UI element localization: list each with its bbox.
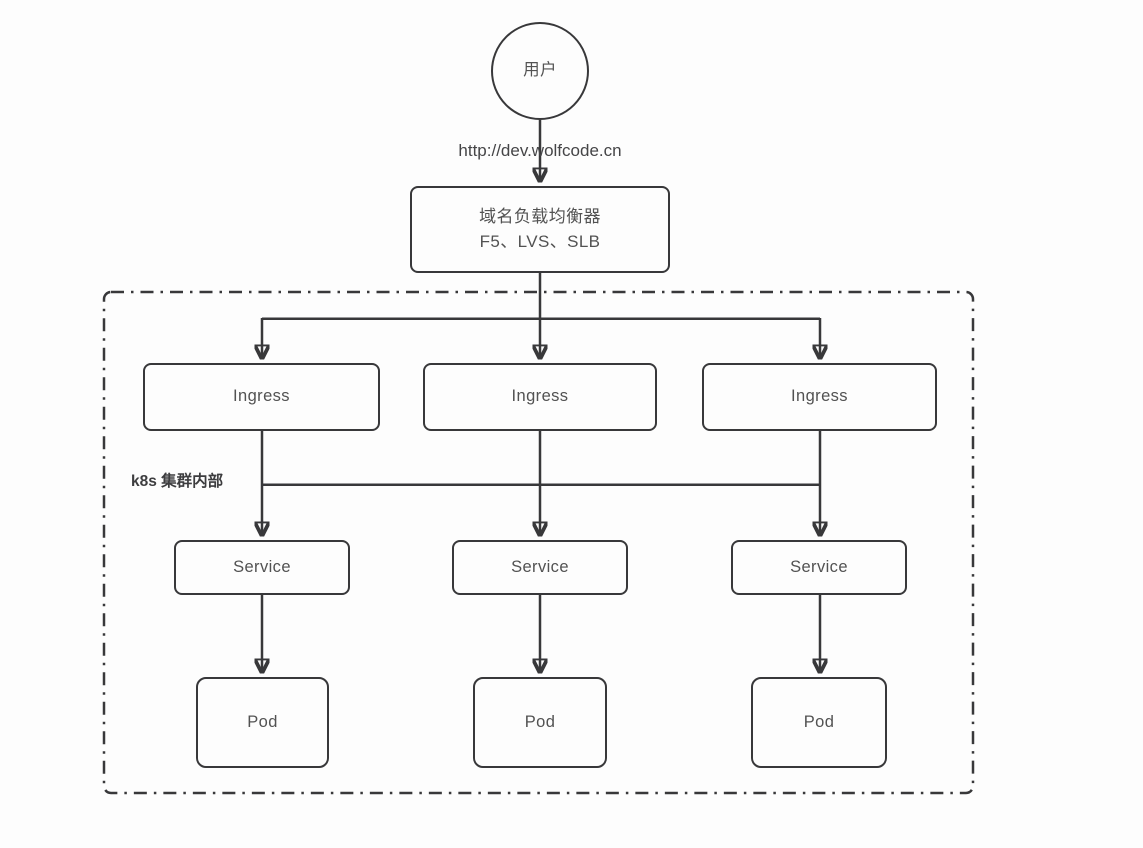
request-url-label: http://dev.wolfcode.cn	[458, 141, 622, 160]
load-balancer-products: F5、LVS、SLB	[479, 231, 601, 251]
pod-label: Pod	[803, 712, 835, 731]
load-balancer-title: 域名负载均衡器	[479, 206, 601, 226]
user-label: 用户	[523, 61, 557, 80]
pod-label: Pod	[524, 712, 556, 731]
ingress-node-2: Ingress	[423, 363, 657, 431]
pod-node-3: Pod	[751, 677, 887, 768]
cluster-boundary	[102, 290, 975, 795]
pod-label: Pod	[247, 712, 278, 731]
service-node-1: Service	[174, 540, 350, 595]
service-label: Service	[511, 557, 569, 576]
ingress-node-1: Ingress	[143, 363, 380, 431]
service-label: Service	[790, 557, 848, 576]
user-node: 用户	[491, 22, 589, 120]
service-label: Service	[233, 557, 291, 576]
ingress-label: Ingress	[233, 387, 290, 406]
ingress-node-3: Ingress	[702, 363, 937, 431]
pod-node-1: Pod	[196, 677, 329, 768]
cluster-label: k8s 集群内部	[131, 473, 224, 490]
pod-node-2: Pod	[473, 677, 607, 768]
service-node-2: Service	[452, 540, 628, 595]
ingress-label: Ingress	[791, 387, 848, 406]
load-balancer-node: 域名负载均衡器 F5、LVS、SLB	[410, 186, 670, 273]
ingress-label: Ingress	[511, 387, 569, 406]
service-node-3: Service	[731, 540, 907, 595]
